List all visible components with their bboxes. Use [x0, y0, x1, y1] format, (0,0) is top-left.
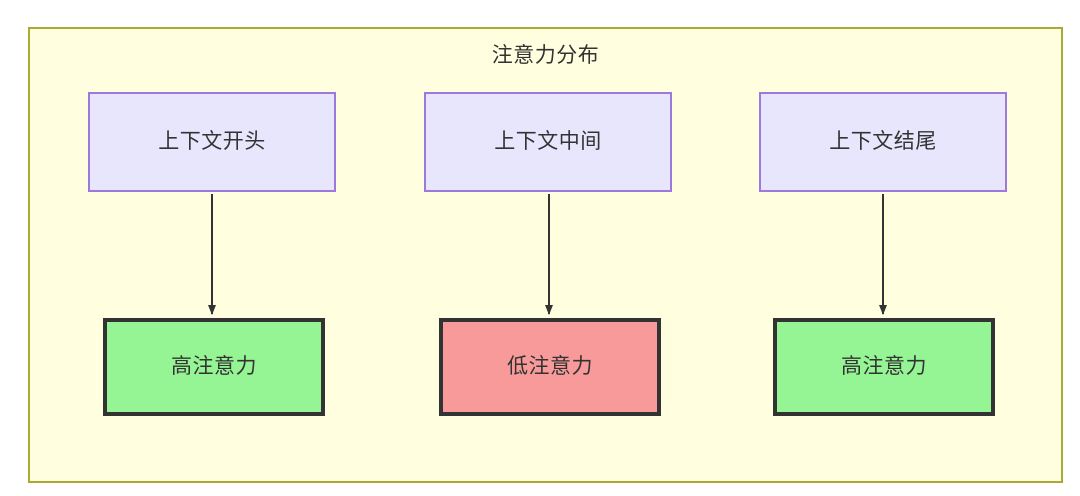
node-label: 上下文结尾: [829, 130, 937, 153]
node-low-attention-middle[interactable]: 低注意力: [439, 318, 661, 416]
node-label: 低注意力: [507, 355, 593, 378]
node-context-middle[interactable]: 上下文中间: [424, 92, 672, 192]
node-label: 高注意力: [841, 355, 927, 378]
node-label: 高注意力: [171, 355, 257, 378]
subgraph-title: 注意力分布: [491, 44, 600, 67]
node-high-attention-end[interactable]: 高注意力: [773, 318, 995, 416]
node-label: 上下文开头: [158, 130, 266, 153]
node-context-start[interactable]: 上下文开头: [88, 92, 336, 192]
node-context-end[interactable]: 上下文结尾: [759, 92, 1007, 192]
node-label: 上下文中间: [494, 130, 602, 153]
node-high-attention-start[interactable]: 高注意力: [103, 318, 325, 416]
